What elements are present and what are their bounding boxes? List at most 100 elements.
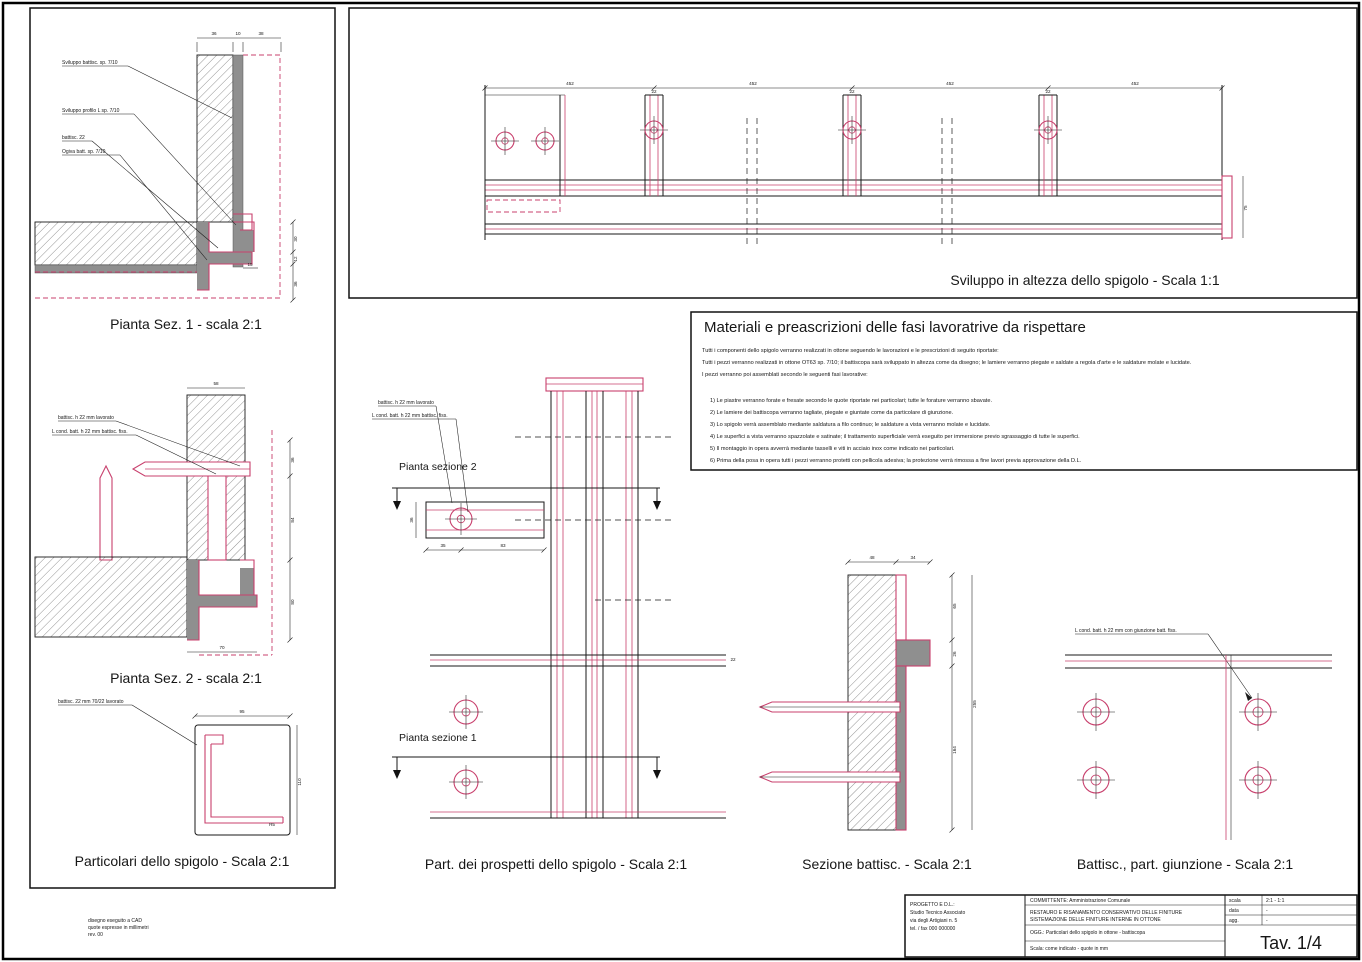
dim-text: R5 <box>269 822 275 827</box>
sezione-battisc-drawing: 48 34 65 26 164 255 Sezione battisc. - S… <box>758 555 977 872</box>
leader-label: battisc. h 22 mm lavorato <box>58 415 114 421</box>
leader-label: L cond. batt. h 22 mm con giunzione batt… <box>1075 628 1177 634</box>
leader-label: Sviluppo profilo L sp. 7/10 <box>62 108 120 114</box>
materiali-line: 2) Le lamiere dei battiscopa verranno ta… <box>710 410 954 416</box>
bolt-symbol <box>491 127 519 155</box>
dim-text: 48 <box>869 555 875 560</box>
dim-text: 95 <box>239 709 245 714</box>
dim-text: 255 <box>972 700 977 708</box>
dim-text: 30 <box>293 236 298 242</box>
dim-text: 12 <box>293 256 298 262</box>
dim-text: 38 <box>258 31 264 36</box>
bolt-symbol <box>1077 761 1115 799</box>
tav-number: Tav. 1/4 <box>1260 933 1322 953</box>
sviluppo-drawing: 452 452 452 452 2 <box>482 81 1248 288</box>
dim-text: 58 <box>213 381 219 386</box>
oggetto-line: OGG.: Particolari dello spigolo in otton… <box>1030 930 1145 936</box>
tab-with-bolt: 22 <box>1034 89 1062 196</box>
firm-line: Studio Tecnico Associato <box>910 910 965 916</box>
materiali-title: Materiali e preascrizioni delle fasi lav… <box>704 319 1086 336</box>
dim-text: 452 <box>1131 81 1139 86</box>
pianta-sez-1-drawing: 36 10 38 30 12 36 15 Sviluppo battisc. s… <box>34 31 298 332</box>
tab-with-bolt: 22 <box>640 89 668 196</box>
sviluppo-title: Sviluppo in altezza dello spigolo - Scal… <box>950 272 1219 288</box>
materiali-line: 1) Le piastre verranno forate e fresate … <box>710 398 992 404</box>
dim-text: 36 <box>409 517 414 523</box>
dim-text: 22 <box>730 657 736 662</box>
materiali-line: 5) Il montaggio in opera avverrà mediant… <box>710 446 955 452</box>
materiali-line: 3) Lo spigolo verrà assemblato mediante … <box>710 422 991 428</box>
meta-label: data <box>1229 908 1239 914</box>
materiali-line: 4) Le superfici a vista verranno spazzol… <box>710 434 1080 440</box>
footer-note: disegno eseguito a CAD quote espresse in… <box>88 918 149 938</box>
nota-line: Scala: come indicato - quote in mm <box>1030 946 1108 952</box>
sezione2-label: Pianta sezione 2 <box>399 461 477 473</box>
meta-value: - <box>1266 908 1268 914</box>
dim-text: 22 <box>1045 89 1051 94</box>
firm-line: tel. / fax 000 000000 <box>910 926 956 932</box>
leader-label: battisc. 22 <box>62 135 85 141</box>
bolt-symbol <box>1239 693 1277 731</box>
materiali-line: I pezzi verranno poi assemblati secondo … <box>702 372 868 378</box>
dim-text: 10 <box>235 31 241 36</box>
dim-text: 83 <box>500 543 506 548</box>
sezione1-label: Pianta sezione 1 <box>399 732 477 744</box>
dim-text: 36 <box>211 31 217 36</box>
meta-value: - <box>1266 918 1268 924</box>
dim-text: 452 <box>749 81 757 86</box>
dim-text: 75 <box>1243 205 1248 211</box>
leader-label: L cond. batt. h 22 mm battisc. fiss. <box>52 429 128 435</box>
giunzione-drawing: L cond. batt. h 22 mm con giunzione batt… <box>1065 628 1332 872</box>
dim-text: 80 <box>290 599 295 605</box>
dim-text: 452 <box>946 81 954 86</box>
dim-text: 26 <box>952 651 957 657</box>
materiali-line: Tutti i pezzi verranno realizzati in ott… <box>702 360 1192 366</box>
particolari-spigolo-drawing: 95 110 R5 battisc. 22 mm 70/22 lavorato … <box>58 699 302 869</box>
dim-text: 22 <box>849 89 855 94</box>
dim-text: 15 <box>247 262 253 267</box>
bolt-symbol <box>1239 761 1277 799</box>
prospetti-title: Part. dei prospetti dello spigolo - Scal… <box>425 856 687 872</box>
dim-text: 22 <box>651 89 657 94</box>
materiali-box: Materiali e preascrizioni delle fasi lav… <box>702 319 1192 464</box>
progetto-line: SISTEMAZIONE DELLE FINITURE INTERNE IN O… <box>1030 917 1161 923</box>
footer-note-line: quote espresse in millimetri <box>88 925 149 931</box>
leader-label: Ogiva batt. sp. 7/10 <box>62 149 106 155</box>
dim-text: 84 <box>290 517 295 523</box>
giunzione-title: Battisc., part. giunzione - Scala 2:1 <box>1077 856 1294 872</box>
prospetti-drawing: Pianta sezione 2 35 83 36 battisc. h 22 … <box>372 377 736 872</box>
materiali-line: 6) Prima della posa in opera tutti i pez… <box>710 458 1082 464</box>
sezione-title: Sezione battisc. - Scala 2:1 <box>802 856 972 872</box>
tab-with-bolt: 22 <box>838 89 866 196</box>
pianta-sez-1-title: Pianta Sez. 1 - scala 2:1 <box>110 316 262 332</box>
particolari-title: Particolari dello spigolo - Scala 2:1 <box>75 853 290 869</box>
dim-text: 70 <box>219 645 225 650</box>
bolt-symbol <box>445 503 477 535</box>
leader-label: L cond. batt. h 22 mm battisc. fiss. <box>372 413 448 419</box>
meta-value: 2:1 - 1:1 <box>1266 898 1285 904</box>
dim-text: 36 <box>293 281 298 287</box>
dim-text: 65 <box>952 603 957 609</box>
leader-label: battisc. h 22 mm lavorato <box>378 400 434 406</box>
materiali-line: Tutti i componenti dello spigolo verrann… <box>702 348 999 354</box>
leader-label: battisc. 22 mm 70/22 lavorato <box>58 699 124 705</box>
dim-text: 452 <box>566 81 574 86</box>
title-block: PROGETTO E D.L.: Studio Tecnico Associat… <box>904 894 1358 958</box>
progetto-line: RESTAURO E RISANAMENTO CONSERVATIVO DELL… <box>1030 910 1183 916</box>
bolt-symbol <box>531 127 559 155</box>
leader-label: Sviluppo battisc. sp. 7/10 <box>62 60 118 66</box>
dim-text: 36 <box>290 457 295 463</box>
dim-text: 164 <box>952 746 957 754</box>
dim-text: 110 <box>297 778 302 786</box>
firm-line: PROGETTO E D.L.: <box>910 902 955 908</box>
pianta-sez-2-title: Pianta Sez. 2 - scala 2:1 <box>110 670 262 686</box>
pianta-sez-2-drawing: 58 36 84 80 70 battisc. h 22 mm lavorato… <box>34 381 295 686</box>
footer-note-line: disegno eseguito a CAD <box>88 918 142 924</box>
dim-text: 35 <box>440 543 446 548</box>
bolt-symbol <box>449 765 483 799</box>
firm-line: via degli Artigiani n. 5 <box>910 918 957 924</box>
dim-text: 34 <box>910 555 916 560</box>
bolt-symbol <box>449 695 483 729</box>
